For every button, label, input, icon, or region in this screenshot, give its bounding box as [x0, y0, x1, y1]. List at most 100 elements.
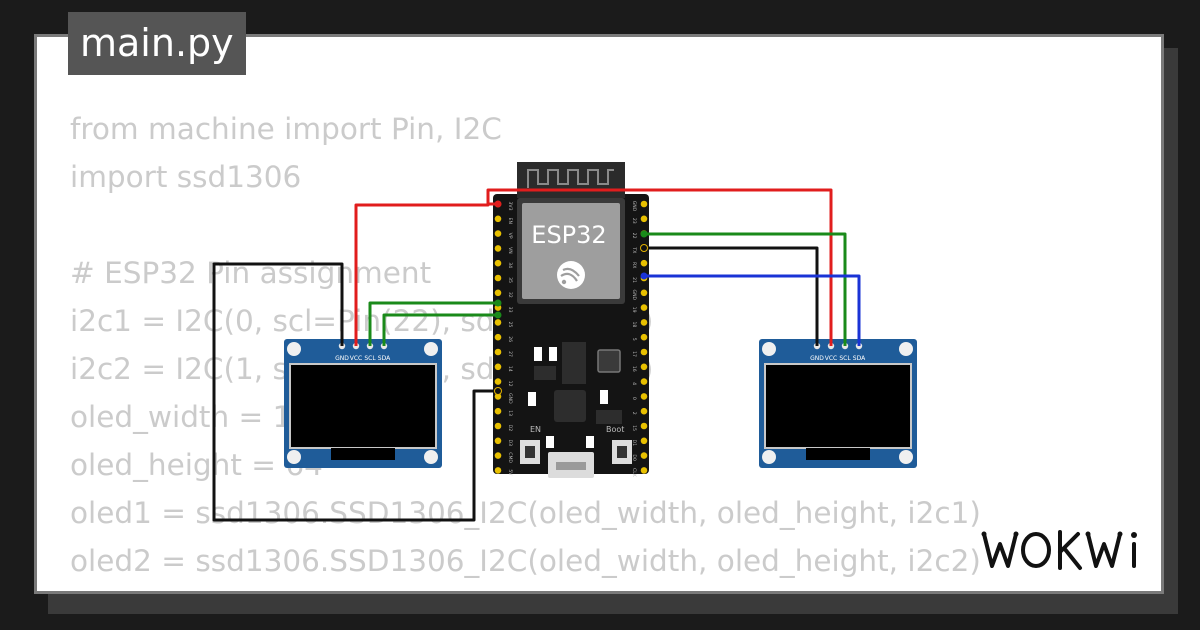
esp32-left-pin-label: 13	[507, 410, 513, 416]
esp32-right-pin-label: 22	[631, 233, 637, 239]
file-tab[interactable]: main.py	[68, 12, 246, 75]
wire-red-vcc-right[interactable]	[486, 188, 833, 346]
wire-green-scl-left[interactable]	[368, 301, 498, 346]
esp32-left-pin-label: 26	[507, 336, 513, 342]
esp32-left-pin-label: 34	[507, 262, 513, 268]
esp32-right-pin[interactable]	[640, 437, 648, 445]
wire-green-sda-left[interactable]	[382, 313, 498, 346]
espressif-logo-icon	[557, 261, 585, 289]
oled-left-pin-label: VCC	[350, 355, 362, 362]
esp32-left-pin[interactable]	[494, 452, 502, 459]
esp32-left-pin[interactable]	[494, 363, 502, 371]
esp32-right-pin-label: 2	[631, 412, 637, 415]
esp32-right-pin[interactable]	[640, 348, 648, 356]
en-button[interactable]	[520, 440, 540, 464]
esp32-right-pin[interactable]	[640, 407, 648, 415]
oled-display-right[interactable]: GND VCC SCL SDA	[759, 339, 917, 468]
esp32-left-pin-label: VN	[507, 247, 513, 254]
esp32-right-pin[interactable]	[640, 452, 648, 459]
esp32-left-pin[interactable]	[494, 348, 502, 356]
esp32-right-pin-label: 4	[631, 382, 637, 385]
esp32-left-pin[interactable]	[494, 245, 502, 252]
esp32-left-pin[interactable]	[494, 378, 502, 385]
esp32-right-pin[interactable]	[640, 378, 648, 385]
esp32-right-pin[interactable]	[640, 393, 648, 400]
esp32-right-pin[interactable]	[640, 289, 648, 297]
esp32-right-pin-label: D1	[631, 440, 637, 447]
esp32-left-pin-label: 3V3	[507, 202, 513, 211]
esp32-right-pin[interactable]	[640, 422, 648, 430]
esp32-right-pin-label: 17	[631, 351, 637, 357]
esp32-left-pin-label: D3	[507, 440, 513, 447]
boot-button[interactable]	[612, 440, 632, 464]
esp32-left-pin-label: VP	[507, 233, 513, 239]
esp32-right-pin-label: 18	[631, 321, 637, 327]
esp32-right-pin-label: 19	[631, 307, 637, 313]
code-line: # ESP32 Pin assignment	[70, 256, 432, 290]
esp32-left-pin-label: 33	[507, 307, 513, 313]
esp32-left-pin[interactable]	[494, 393, 502, 400]
esp32-right-pin-label: CLK	[631, 468, 637, 478]
esp32-right-pin[interactable]	[640, 319, 648, 326]
esp32-left-pin[interactable]	[494, 319, 502, 326]
esp32-left-pin-label: CMD	[507, 452, 513, 463]
esp32-left-pin-label: EN	[507, 218, 513, 224]
wire-black-gnd-right[interactable]	[644, 246, 819, 346]
wire-green-scl-right[interactable]	[644, 232, 847, 346]
esp32-right-pin-label: 15	[631, 425, 637, 431]
esp32-left-pin[interactable]	[494, 437, 502, 445]
esp32-left-pin-label: 12	[507, 381, 513, 387]
wire-blue-sda-right[interactable]	[644, 274, 861, 346]
esp32-left-pin[interactable]	[494, 407, 502, 415]
esp32-right-pin-label: 23	[631, 218, 637, 224]
usb-port-icon	[548, 452, 594, 478]
code-line: oled2 = ssd1306.SSD1306_I2C(oled_width, …	[70, 544, 981, 578]
oled-left-pin-label: GND	[335, 355, 349, 362]
esp32-chip-label: ESP32	[531, 221, 606, 249]
esp32-left-pin-label: 27	[507, 351, 513, 357]
esp32-right-pin[interactable]	[640, 304, 648, 311]
wires	[212, 188, 861, 522]
esp32-left-pin-label: D2	[507, 425, 513, 432]
esp32-board[interactable]: ESP32 EN Boot	[493, 162, 649, 478]
esp32-left-pin[interactable]	[494, 259, 502, 267]
wire-black-gnd-left[interactable]	[212, 262, 498, 522]
esp32-right-pin-label: GND	[631, 201, 637, 212]
esp32-right-pin[interactable]	[640, 363, 648, 371]
wokwi-logo	[981, 530, 1137, 570]
code-line: oled1 = ssd1306.SSD1306_I2C(oled_width, …	[70, 496, 981, 530]
oled-right-pin-label: VCC	[825, 355, 837, 362]
esp32-left-pin-label: 32	[507, 292, 513, 298]
code-line: import ssd1306	[70, 160, 302, 194]
esp32-right-pin-label: RX	[631, 262, 637, 268]
esp32-right-pin-label: 21	[631, 277, 637, 283]
wire-terminals	[494, 200, 648, 395]
esp32-left-pin-label: 35	[507, 277, 513, 283]
esp32-right-pin[interactable]	[640, 467, 648, 474]
esp32-left-pin[interactable]	[494, 274, 502, 282]
esp32-right-pin[interactable]	[640, 259, 648, 267]
esp32-left-pin[interactable]	[494, 333, 502, 341]
oled-right-pin-label: SDA	[853, 355, 866, 362]
oled-display-left[interactable]: GND VCC SCL SDA	[284, 339, 442, 468]
esp32-right-pin[interactable]	[640, 215, 648, 223]
oled-left-pin-label: SCL	[364, 355, 376, 362]
esp32-right-pin[interactable]	[640, 200, 648, 208]
oled-left-pin-label: SDA	[378, 355, 391, 362]
wire-red-vcc-left[interactable]	[354, 202, 498, 346]
esp32-left-pin[interactable]	[494, 467, 502, 474]
esp32-right-pin-label: GND	[631, 290, 637, 301]
esp32-left-pin[interactable]	[494, 422, 502, 430]
esp32-left-pin-label: GND	[507, 393, 513, 404]
esp32-left-pin[interactable]	[494, 230, 502, 237]
oled-right-pin-label: GND	[810, 355, 824, 362]
esp32-right-pin[interactable]	[640, 333, 648, 341]
esp32-right-pin-label: TX	[631, 246, 637, 253]
esp32-left-pin[interactable]	[494, 215, 502, 223]
esp32-left-pin[interactable]	[494, 289, 502, 297]
en-button-label: EN	[530, 425, 541, 434]
esp32-left-pin-label: 25	[507, 321, 513, 327]
